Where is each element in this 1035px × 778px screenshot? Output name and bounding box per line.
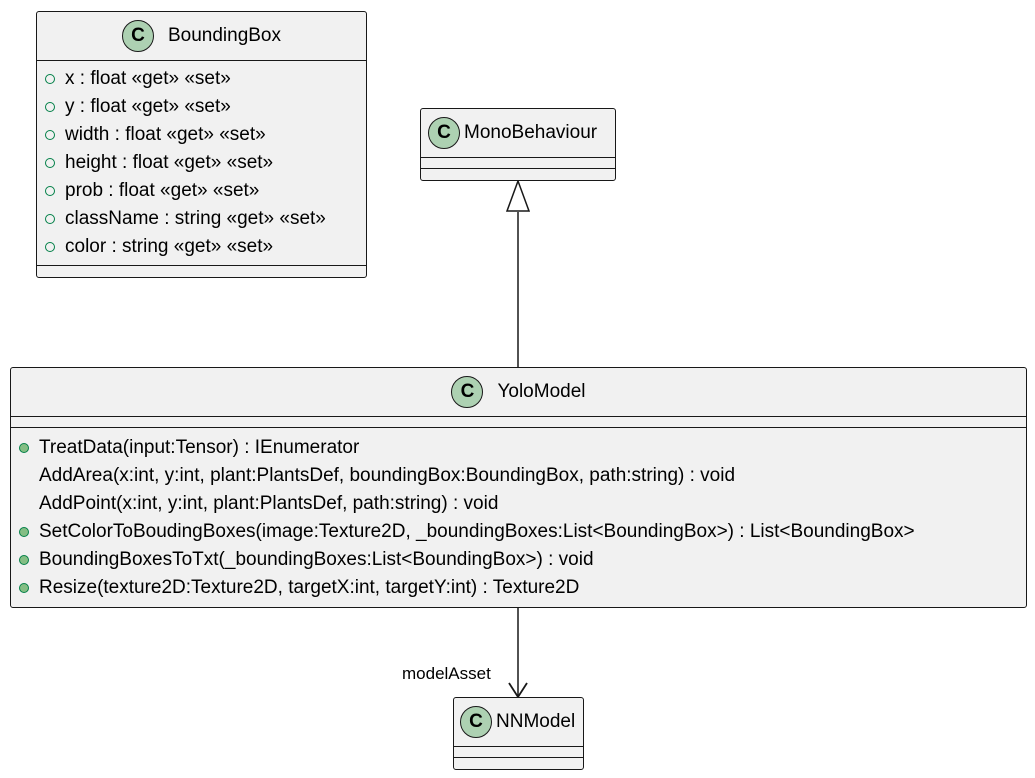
attribute-separator: [454, 746, 583, 747]
method-section: TreatData(input:Tensor) : IEnumerator Ad…: [11, 428, 1026, 606]
class-mono-behaviour[interactable]: C MonoBehaviour: [420, 108, 616, 181]
class-stereotype-icon: C: [451, 376, 484, 408]
class-stereotype-icon: C: [428, 117, 460, 149]
private-visibility-icon: [19, 471, 29, 481]
class-nn-model[interactable]: C NNModel: [453, 697, 584, 770]
method-separator: [454, 757, 583, 758]
attribute-row: y : float «get» «set»: [37, 93, 366, 121]
property-visibility-icon: [45, 214, 55, 224]
class-name: NNModel: [496, 711, 576, 732]
class-header: C MonoBehaviour: [421, 109, 615, 157]
property-visibility-icon: [45, 130, 55, 140]
method-row: TreatData(input:Tensor) : IEnumerator: [11, 434, 1026, 462]
class-header: C BoundingBox: [37, 12, 366, 60]
class-header: C YoloModel: [11, 368, 1026, 416]
attribute-section: [11, 417, 1026, 427]
class-name: BoundingBox: [167, 25, 282, 46]
attribute-text: prob : float «get» «set»: [65, 180, 260, 201]
attribute-row: x : float «get» «set»: [37, 65, 366, 93]
public-visibility-icon: [19, 555, 29, 565]
public-visibility-icon: [19, 443, 29, 453]
attribute-text: x : float «get» «set»: [65, 68, 231, 89]
method-separator: [37, 265, 366, 266]
property-visibility-icon: [45, 74, 55, 84]
class-stereotype-icon: C: [460, 706, 492, 738]
attribute-text: y : float «get» «set»: [65, 96, 231, 117]
method-row: Resize(texture2D:Texture2D, targetX:int,…: [11, 574, 1026, 602]
method-separator: [11, 427, 1026, 428]
attribute-row: width : float «get» «set»: [37, 121, 366, 149]
method-separator: [421, 168, 615, 169]
attribute-text: width : float «get» «set»: [65, 124, 266, 145]
attribute-section: x : float «get» «set» y : float «get» «s…: [37, 61, 366, 265]
association-label: modelAsset: [402, 664, 491, 683]
method-text: BoundingBoxesToTxt(_boundingBoxes:List<B…: [39, 549, 594, 570]
attribute-row: color : string «get» «set»: [37, 233, 366, 261]
method-row: AddArea(x:int, y:int, plant:PlantsDef, b…: [11, 462, 1026, 490]
attribute-text: color : string «get» «set»: [65, 236, 274, 257]
method-text: SetColorToBoudingBoxes(image:Texture2D, …: [39, 521, 915, 542]
method-text: TreatData(input:Tensor) : IEnumerator: [39, 437, 360, 458]
property-visibility-icon: [45, 102, 55, 112]
class-stereotype-icon: C: [121, 20, 154, 52]
method-row: AddPoint(x:int, y:int, plant:PlantsDef, …: [11, 490, 1026, 518]
method-row: SetColorToBoudingBoxes(image:Texture2D, …: [11, 518, 1026, 546]
attribute-row: prob : float «get» «set»: [37, 177, 366, 205]
class-bounding-box[interactable]: C BoundingBox x : float «get» «set» y : …: [36, 11, 367, 278]
attribute-row: height : float «get» «set»: [37, 149, 366, 177]
private-visibility-icon: [19, 499, 29, 509]
attribute-section: [421, 158, 615, 168]
method-row: BoundingBoxesToTxt(_boundingBoxes:List<B…: [11, 546, 1026, 574]
method-text: AddArea(x:int, y:int, plant:PlantsDef, b…: [39, 465, 736, 486]
attribute-text: className : string «get» «set»: [65, 208, 326, 229]
attribute-text: height : float «get» «set»: [65, 152, 274, 173]
attribute-section: [454, 747, 583, 757]
property-visibility-icon: [45, 242, 55, 252]
attribute-separator: [37, 60, 366, 61]
inheritance-arrowhead: [505, 178, 531, 212]
method-text: AddPoint(x:int, y:int, plant:PlantsDef, …: [39, 493, 499, 514]
public-visibility-icon: [19, 527, 29, 537]
class-name: MonoBehaviour: [464, 122, 598, 143]
class-yolo-model[interactable]: C YoloModel TreatData(input:Tensor) : IE…: [10, 367, 1027, 608]
public-visibility-icon: [19, 583, 29, 593]
property-visibility-icon: [45, 186, 55, 196]
method-text: Resize(texture2D:Texture2D, targetX:int,…: [39, 577, 580, 598]
class-name: YoloModel: [497, 381, 586, 402]
attribute-separator: [11, 416, 1026, 417]
property-visibility-icon: [45, 158, 55, 168]
attribute-row: className : string «get» «set»: [37, 205, 366, 233]
class-header: C NNModel: [454, 698, 583, 746]
attribute-separator: [421, 157, 615, 158]
